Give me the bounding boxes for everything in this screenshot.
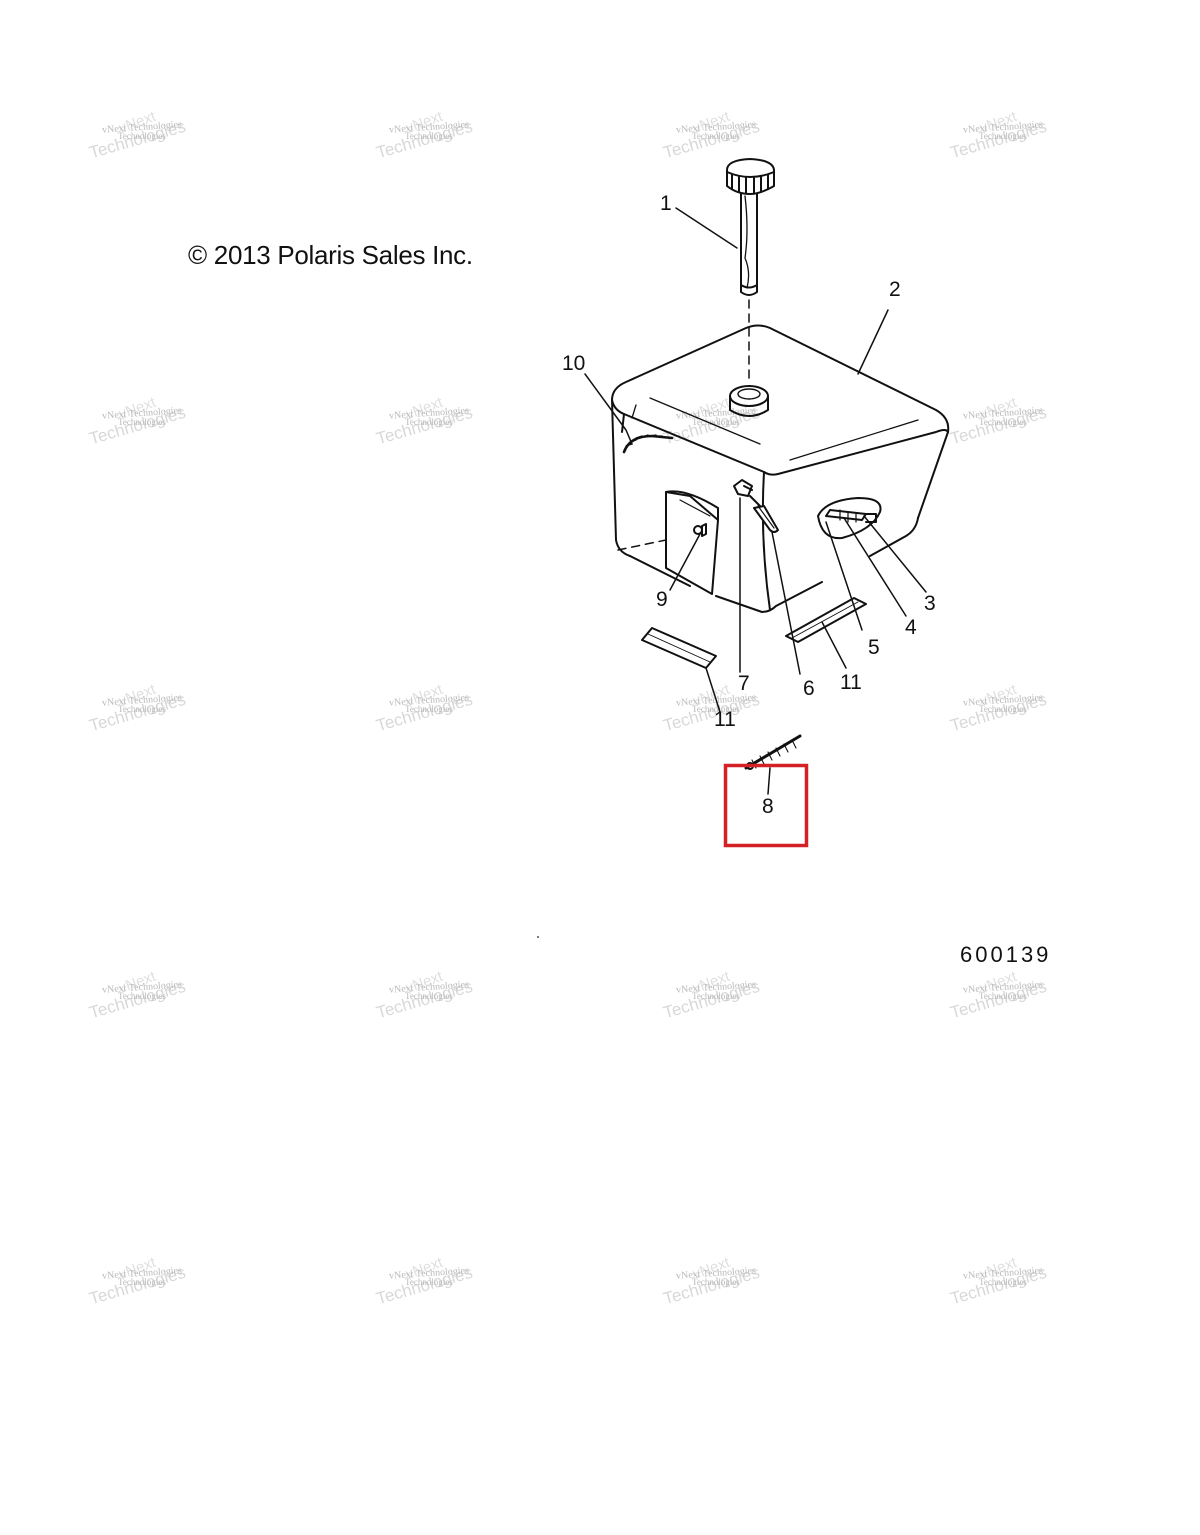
callout-1[interactable]: 1 — [660, 192, 672, 215]
callout-5[interactable]: 5 — [868, 636, 880, 659]
callout-2[interactable]: 2 — [889, 278, 901, 301]
callout-11-left[interactable]: 11 — [714, 708, 736, 731]
filler-cap-part — [726, 158, 775, 296]
tank-pad-left — [641, 627, 717, 669]
callout-10[interactable]: 10 — [562, 352, 585, 375]
figure-number: 600139 — [960, 942, 1052, 967]
callout-8[interactable]: 8 — [762, 795, 774, 818]
hose-fitting-part — [733, 479, 763, 509]
tank-fill-opening — [729, 385, 769, 417]
callout-7[interactable]: 7 — [738, 672, 750, 695]
callout-9[interactable]: 9 — [656, 588, 668, 611]
callout-3[interactable]: 3 — [924, 592, 936, 615]
outlet-fitting-assembly — [817, 497, 882, 540]
callout-4[interactable]: 4 — [905, 616, 917, 639]
oil-tank-body — [611, 324, 950, 613]
callout-11-right[interactable]: 11 — [840, 671, 862, 694]
copyright-notice: © 2013 Polaris Sales Inc. — [188, 240, 473, 270]
drain-hose-part — [753, 505, 779, 533]
tank-mount-bracket — [665, 490, 719, 595]
callout-6[interactable]: 6 — [803, 677, 815, 700]
highlight-box — [723, 763, 809, 848]
vent-hose-part — [622, 434, 674, 454]
